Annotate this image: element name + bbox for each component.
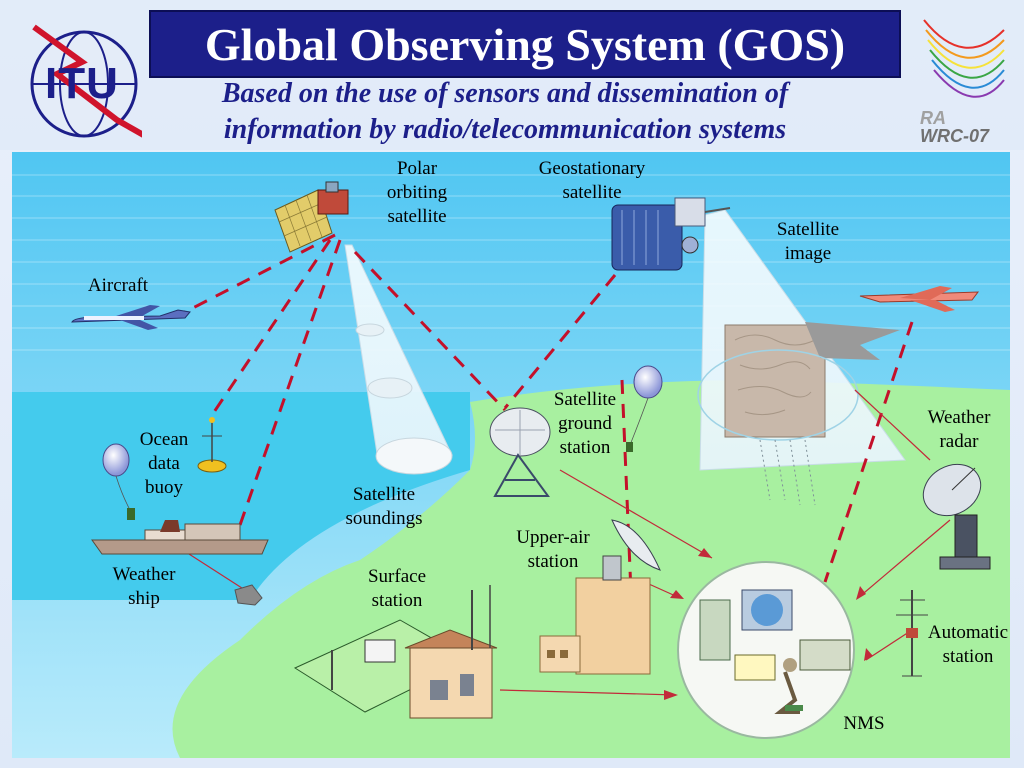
drift-buoy-icon <box>234 584 263 606</box>
wrc-swirl-icon <box>923 19 1005 98</box>
label-polar-satellite: Polar orbiting satellite <box>386 158 448 227</box>
itu-globe-icon <box>30 24 149 140</box>
page-title: Global Observing System (GOS) <box>204 18 846 70</box>
radiosonde-balloon-icon <box>626 365 663 452</box>
label-upper-air: Upper-air station <box>516 527 590 572</box>
ocean-buoy-icon <box>197 417 227 473</box>
label-aircraft: Aircraft <box>87 275 149 296</box>
label-weather-radar: Weather radar <box>927 407 991 452</box>
wrc-logo-text-wrc: WRC-07 <box>920 126 990 146</box>
surface-station-icon <box>293 585 498 719</box>
geo-satellite-icon <box>611 197 731 271</box>
weather-ship-icon <box>91 520 269 555</box>
label-weather-ship: Weather ship <box>112 564 176 609</box>
nms-center-icon <box>677 561 855 739</box>
arrow-heads <box>664 548 873 700</box>
subtitle-line-1: Based on the use of sensors and dissemin… <box>221 78 789 109</box>
cloud-sounding-1 <box>355 323 385 337</box>
label-satellite-image: Satellite image <box>776 219 840 264</box>
label-surface-station: Surface station <box>367 566 427 611</box>
label-ground-station: Satellite ground station <box>553 389 617 458</box>
label-ocean-buoy: Ocean data buoy <box>139 429 189 498</box>
ground-station-icon <box>489 407 551 497</box>
aircraft-right-icon <box>859 286 980 312</box>
itu-logo-text: ITU <box>45 59 119 108</box>
cloud-sounding-2 <box>367 377 413 399</box>
automatic-station-icon <box>896 590 928 677</box>
polar-satellite-icon <box>274 181 349 253</box>
upper-air-station-icon <box>539 519 661 675</box>
itu-logo: ITU <box>12 22 149 142</box>
page-subtitle: Based on the use of sensors and dissemin… <box>140 76 870 148</box>
wrc-logo: RA WRC-07 <box>914 10 1014 150</box>
cloud-system <box>697 322 900 441</box>
wrc-logo-text-ra: RA <box>920 108 946 128</box>
cloud-sounding-3 <box>375 437 453 475</box>
rain-streaks <box>759 439 816 506</box>
title-banner: Global Observing System (GOS) <box>149 10 901 78</box>
label-geo-satellite: Geostationary satellite <box>538 158 646 203</box>
weather-radar-icon <box>922 463 991 570</box>
label-satellite-soundings: Satellite soundings <box>345 484 423 529</box>
ship-balloon-icon <box>102 443 135 520</box>
label-nms: NMS <box>843 713 885 734</box>
label-automatic-station: Automatic station <box>927 622 1009 667</box>
subtitle-line-2: information by radio/telecommunication s… <box>223 114 787 145</box>
aircraft-icon <box>71 305 191 330</box>
